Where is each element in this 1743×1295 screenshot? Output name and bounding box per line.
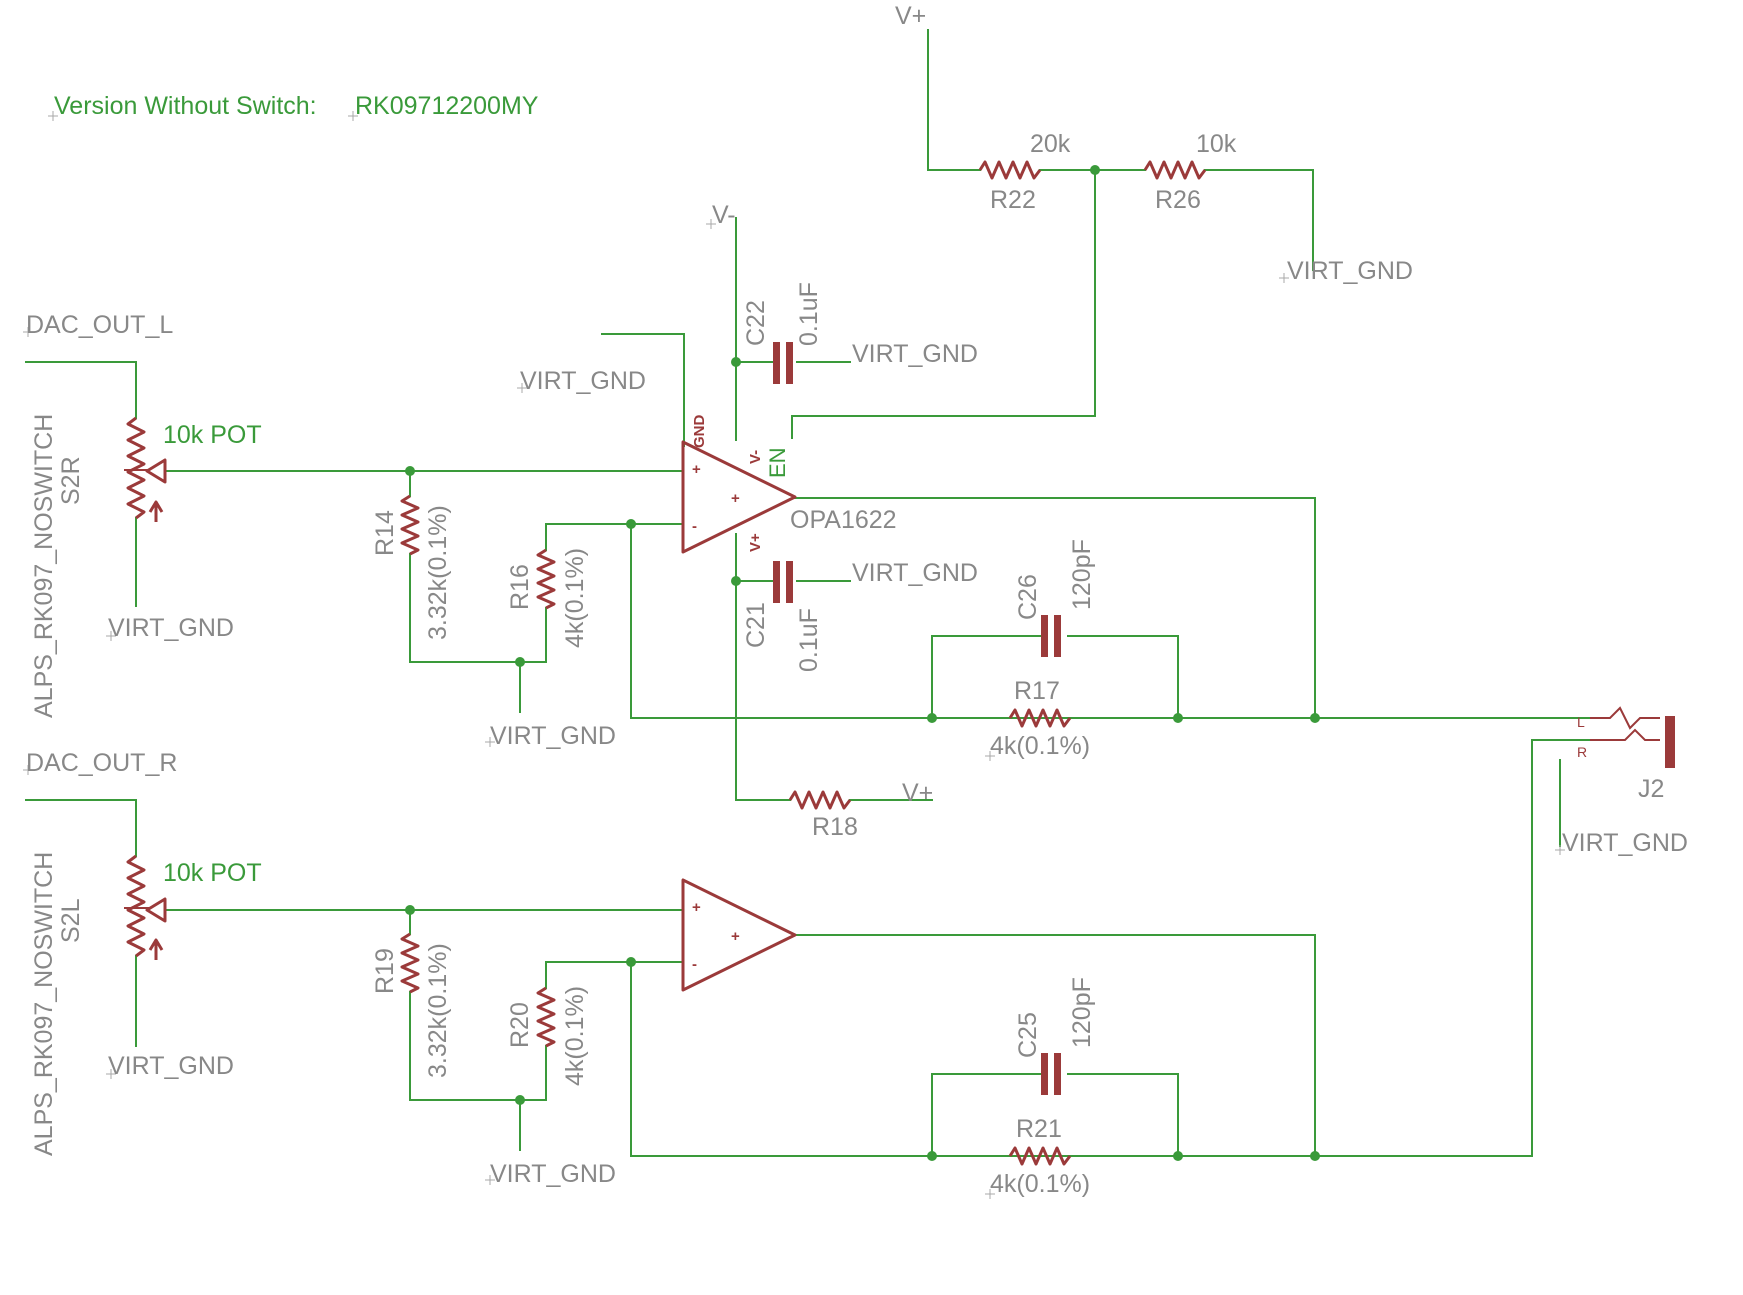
resistor-r21-value: 4k(0.1%) [990, 1170, 1090, 1198]
version-note-label: Version Without Switch: [54, 92, 317, 120]
net-virt-gnd-r19: VIRT_GND [490, 1160, 616, 1188]
resistor-r22 [978, 160, 1042, 180]
net-virt-gnd-r14: VIRT_GND [490, 722, 616, 750]
capacitor-c21 [773, 561, 793, 603]
net-vplus-top: V+ [895, 2, 926, 30]
resistor-r22-ref: R22 [990, 186, 1036, 214]
capacitor-c21-ref: C21 [742, 602, 770, 648]
net-virt-gnd-top: VIRT_GND [1287, 257, 1413, 285]
net-virt-gnd-s2l: VIRT_GND [108, 1052, 234, 1080]
resistor-r20-ref: R20 [506, 1002, 534, 1048]
resistor-r14-ref: R14 [371, 510, 399, 556]
resistor-r26-ref: R26 [1155, 186, 1201, 214]
origin-markers [23, 111, 1565, 1199]
pot-s2r-part: ALPS_RK097_NOSWITCH [30, 414, 58, 718]
net-vplus-r18: V+ [902, 779, 933, 807]
resistor-r18-ref: R18 [812, 813, 858, 841]
svg-text:-: - [692, 956, 697, 973]
pot-s2r-value: 10k POT [163, 421, 262, 449]
capacitor-c26-value: 120pF [1068, 539, 1096, 610]
resistor-r19-ref: R19 [371, 948, 399, 994]
resistor-r20-value: 4k(0.1%) [561, 986, 589, 1086]
resistor-r20 [536, 986, 556, 1048]
potentiometer-s2l [124, 854, 167, 960]
capacitor-c22 [773, 342, 793, 384]
net-vminus: V- [712, 201, 736, 229]
opamp-left: + - + [681, 440, 797, 554]
wires [25, 29, 1591, 1157]
net-virt-gnd-jack: VIRT_GND [1562, 829, 1688, 857]
pot-s2l-part: ALPS_RK097_NOSWITCH [30, 852, 58, 1156]
resistor-r16 [536, 548, 556, 610]
jack-pin-l-label: L [1577, 714, 1585, 730]
resistor-r14 [400, 494, 420, 556]
opamp-vminus-pin-label: V- [747, 450, 764, 464]
jack-ref: J2 [1638, 775, 1664, 803]
jack-pin-r-label: R [1577, 744, 1587, 760]
opamp-en-pin-label: EN [765, 447, 790, 478]
net-virt-gnd-c22: VIRT_GND [852, 340, 978, 368]
capacitor-c25 [1041, 1053, 1061, 1095]
version-note-part: RK09712200MY [355, 92, 539, 120]
resistor-r26 [1143, 160, 1207, 180]
resistor-r22-value: 20k [1030, 130, 1071, 158]
capacitor-c22-value: 0.1uF [795, 282, 823, 346]
resistor-r19-value: 3.32k(0.1%) [424, 943, 452, 1078]
svg-text:+: + [692, 461, 701, 478]
svg-text:+: + [731, 490, 740, 507]
resistor-r17-ref: R17 [1014, 677, 1060, 705]
resistor-r17-value: 4k(0.1%) [990, 732, 1090, 760]
net-dac-out-l: DAC_OUT_L [26, 311, 173, 339]
opamp-vplus-pin-label: V+ [747, 533, 764, 552]
net-virt-gnd-s2r: VIRT_GND [108, 614, 234, 642]
net-dac-out-r: DAC_OUT_R [26, 749, 177, 777]
capacitor-c25-value: 120pF [1068, 977, 1096, 1048]
resistor-r21-ref: R21 [1016, 1115, 1062, 1143]
jack-j2: L R [1577, 706, 1675, 768]
resistor-r17 [1008, 708, 1072, 728]
resistor-r16-ref: R16 [506, 564, 534, 610]
capacitor-c21-value: 0.1uF [795, 608, 823, 672]
junctions [405, 165, 1320, 1161]
svg-text:+: + [731, 928, 740, 945]
pot-s2l-ref: S2L [57, 898, 85, 943]
opamp-gnd-pin-label: GND [691, 415, 708, 449]
pot-s2r-ref: S2R [57, 456, 85, 505]
net-virt-gnd-c21: VIRT_GND [852, 559, 978, 587]
opamp-right: + - + [681, 878, 797, 992]
resistor-r21 [1008, 1146, 1072, 1166]
resistor-r19 [400, 932, 420, 994]
net-virt-gnd-opamp: VIRT_GND [520, 367, 646, 395]
capacitor-c22-ref: C22 [742, 300, 770, 346]
capacitor-c25-ref: C25 [1014, 1012, 1042, 1058]
capacitor-c26 [1041, 615, 1061, 657]
svg-text:+: + [692, 899, 701, 916]
resistor-r16-value: 4k(0.1%) [561, 548, 589, 648]
potentiometer-s2r [124, 416, 167, 522]
opamp-ref: OPA1622 [790, 506, 897, 534]
resistor-r18 [788, 790, 852, 810]
svg-text:-: - [692, 518, 697, 535]
pot-s2l-value: 10k POT [163, 859, 262, 887]
resistor-r14-value: 3.32k(0.1%) [424, 505, 452, 640]
capacitor-c26-ref: C26 [1014, 574, 1042, 620]
resistor-r26-value: 10k [1196, 130, 1237, 158]
